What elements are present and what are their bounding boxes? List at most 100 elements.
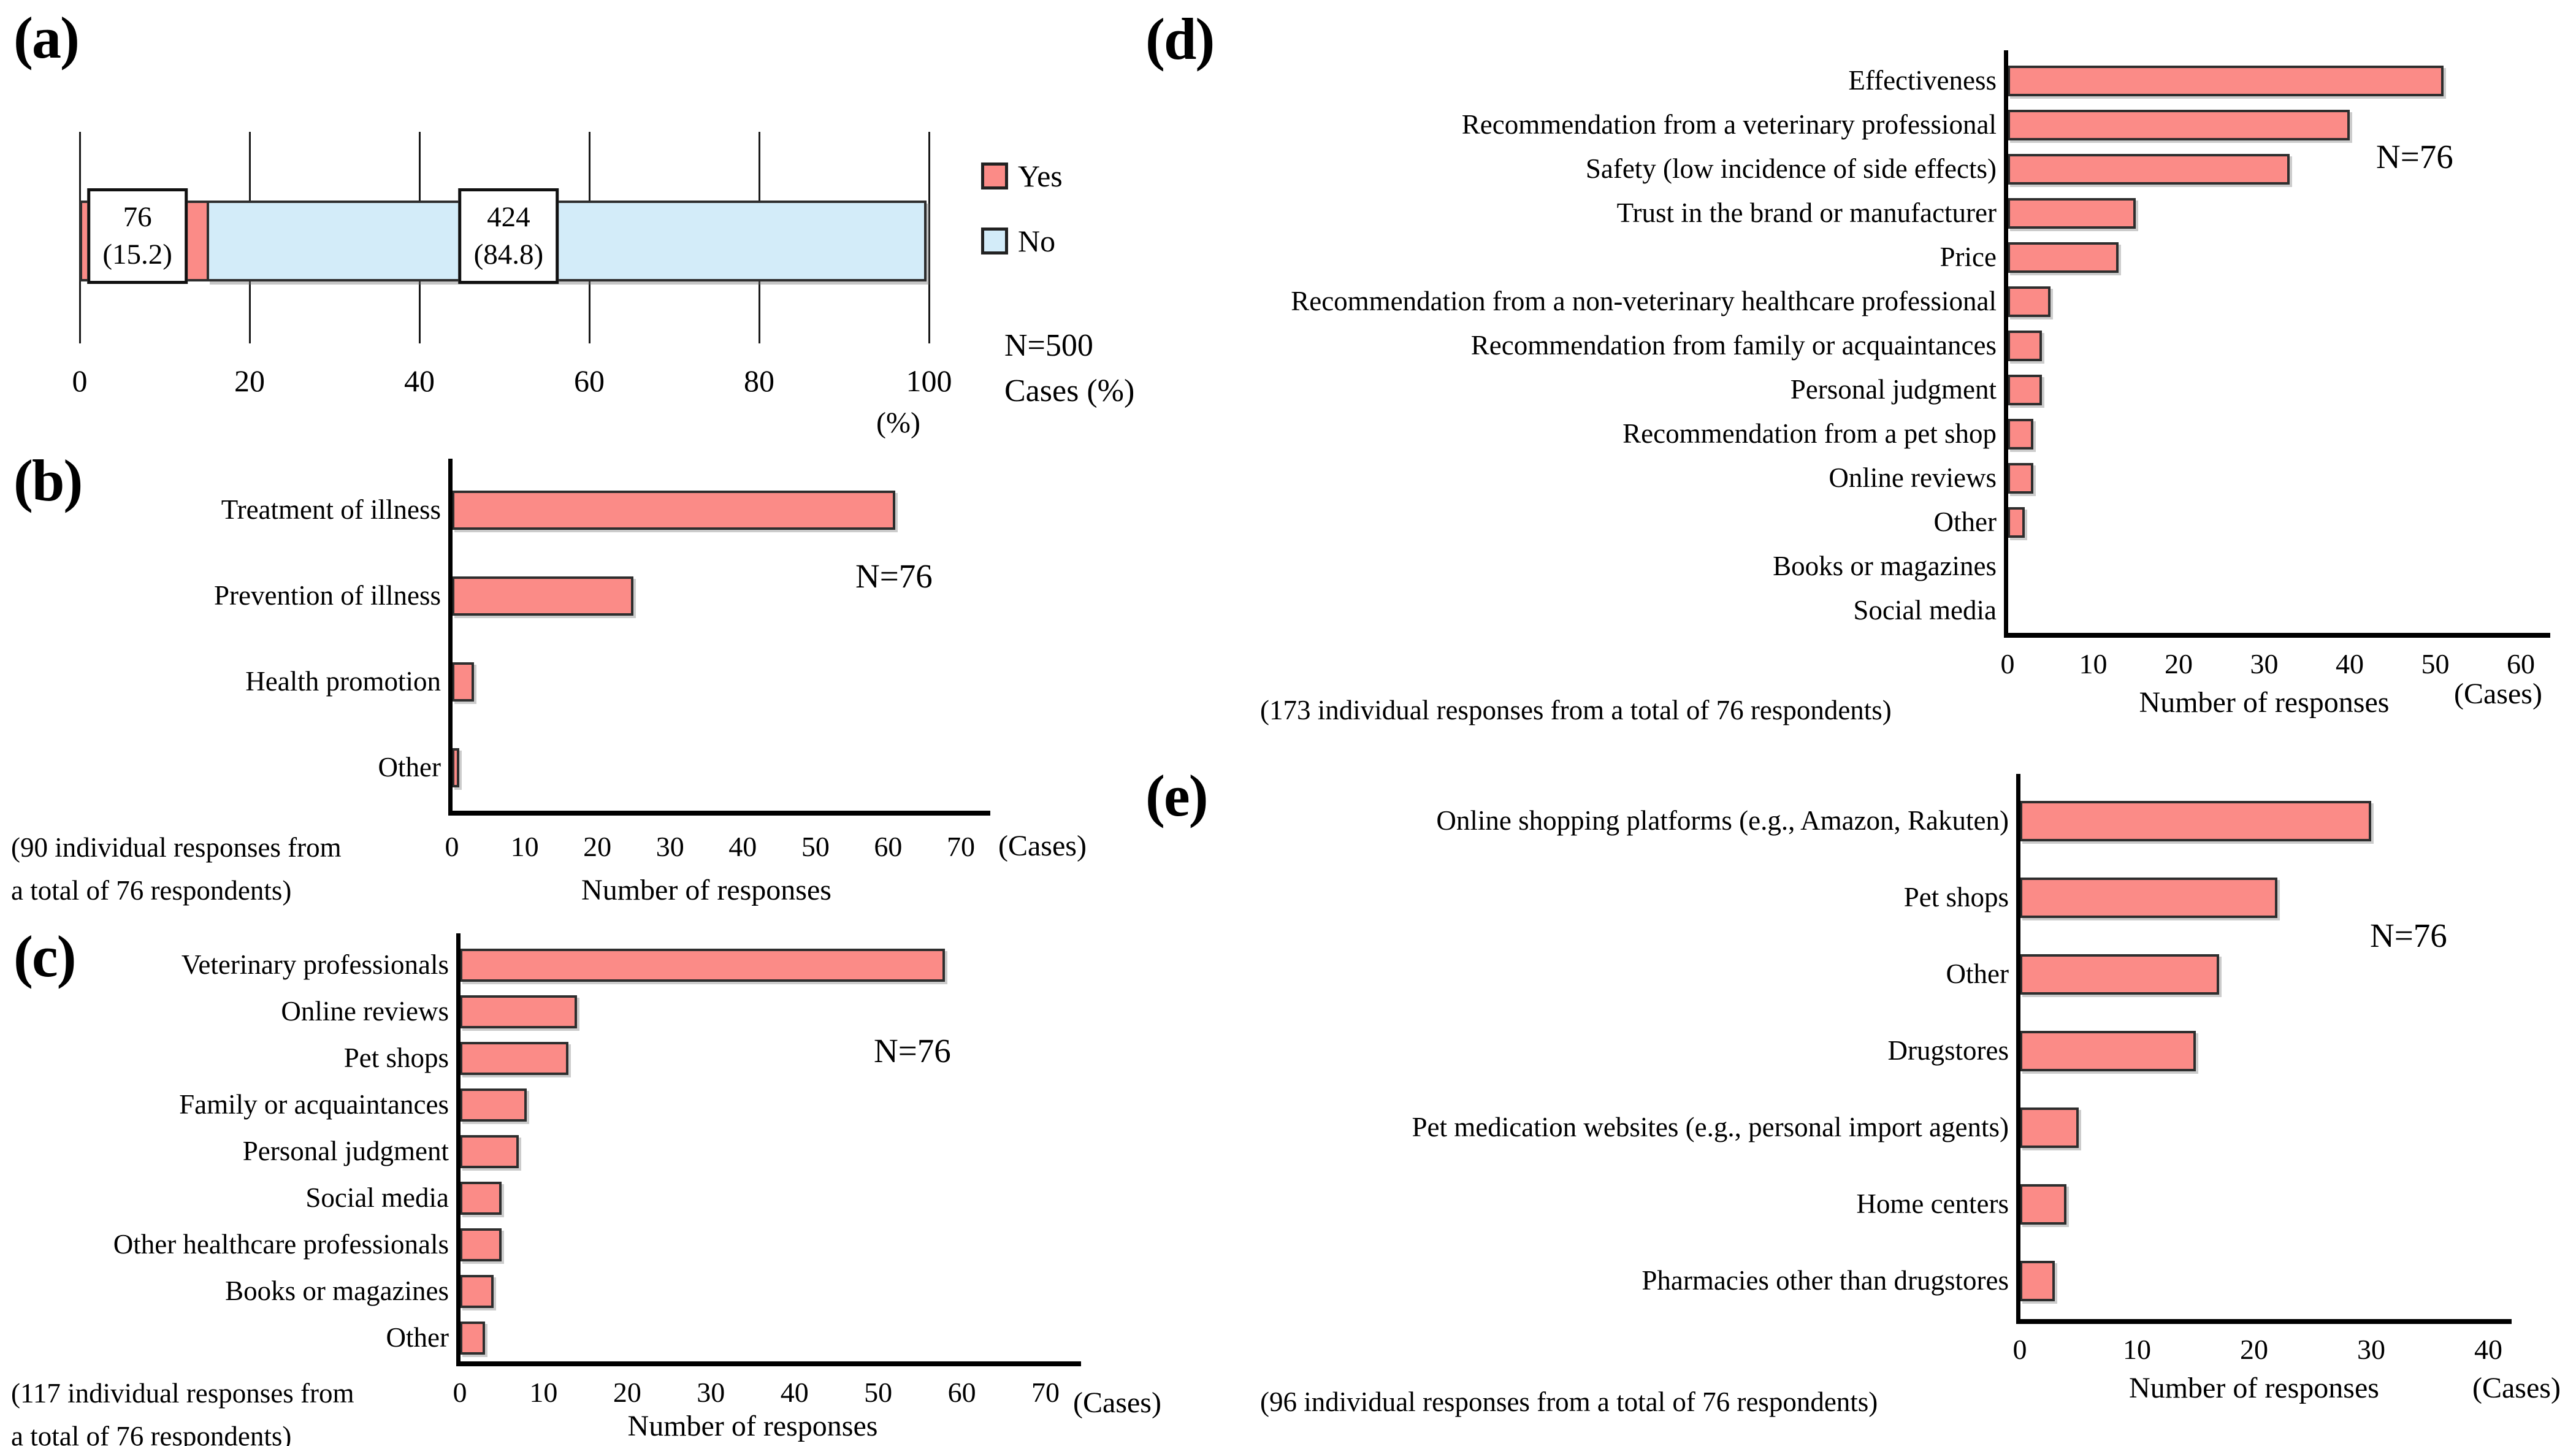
bar-row: Family or acquaintances [0,1082,1045,1128]
bar-row: Recommendation from a veterinary profess… [1134,103,2521,147]
bar [460,1135,519,1168]
category-label: Personal judgment [1790,374,1997,405]
tick-label: 30 [2250,648,2279,679]
category-label: Other [1946,958,2009,989]
x-axis-title: Number of responses [627,1410,878,1442]
bar-row: Home centers [1134,1166,2488,1242]
bar [460,949,946,982]
panel-c-letter: (c) [13,924,77,989]
category-label: Drugstores [1887,1035,2009,1066]
tick-label: 40 [404,364,435,398]
bar [2020,954,2219,995]
category-label: Online reviews [1829,462,1997,494]
panel-e: (e) Online shopping platforms (e.g., Ama… [1134,742,2576,1446]
bar-track [2020,936,2488,1012]
bar-row: Trust in the brand or manufacturer [1134,191,2521,235]
y-axis-line [2016,774,2020,1319]
bar-track [460,942,1045,989]
bar-track [460,989,1045,1035]
x-axis-line [456,1361,1081,1366]
bar [452,576,634,616]
category-label: Other [1933,507,1997,538]
bar-row: Drugstores [1134,1012,2488,1089]
tick-label: 60 [947,1377,976,1408]
tick-label: 30 [655,831,684,862]
axis-unit-label: (%) [876,407,920,439]
category-label: Other healthcare professionals [113,1229,449,1260]
category-label: Personal judgment [242,1136,449,1167]
category-label: Recommendation from a pet shop [1622,418,1997,449]
bar-track [2020,1166,2488,1242]
category-label: Treatment of illness [221,494,441,526]
y-axis-line [448,459,453,811]
bar [2020,1184,2067,1225]
tick-label: 50 [2421,648,2450,679]
footnote: (90 individual responses from a total of… [11,832,342,906]
data-label-box: 424 (84.8) [458,188,559,285]
category-label: Pet shops [343,1042,449,1074]
tick-label: 40 [2474,1334,2502,1365]
category-label: Recommendation from a veterinary profess… [1461,109,1997,140]
sample-size-label: N=500 [1004,328,1093,363]
tick-label: 40 [2336,648,2364,679]
bar [2008,242,2119,273]
bar [460,1322,485,1355]
bar-row: Other [0,725,961,811]
category-label: Recommendation from a non-veterinary hea… [1291,286,1997,317]
bar [2008,375,2042,405]
bar-row: Recommendation from family or acquaintan… [1134,324,2521,368]
bar [452,662,474,702]
bar [2008,419,2033,449]
tick-label: 30 [2357,1334,2385,1365]
bar-row: Treatment of illness [0,467,961,553]
legend: Yes No [981,161,1063,256]
bar-track [460,1175,1045,1222]
gridline [928,132,930,343]
bar-row: Social media [0,1175,1045,1222]
bar-track [2008,280,2521,324]
tick-label: 20 [583,831,612,862]
category-label: Online reviews [281,996,449,1027]
footnote: (117 individual responses from a total o… [11,1378,354,1446]
cases-unit-label: (Cases) [998,830,1087,862]
bar-track [2020,1089,2488,1166]
tick-label: 70 [1031,1377,1060,1408]
sample-size-label: N=76 [2370,917,2447,954]
bar-row: Recommendation from a pet shop [1134,412,2521,456]
footnote: (96 individual responses from a total of… [1260,1387,1878,1417]
tick-label: 0 [2000,648,2015,679]
tick-label: 0 [445,831,459,862]
bar-track [2008,324,2521,368]
bar-track [2008,589,2521,633]
bar-track [2020,1242,2488,1319]
tick-label: 10 [2079,648,2108,679]
bar [452,748,459,787]
bar-row: Effectiveness [1134,59,2521,103]
bar-track [2020,782,2488,859]
category-label: Books or magazines [225,1276,449,1307]
category-label: Family or acquaintances [179,1089,449,1120]
yes-swatch-icon [981,163,1008,189]
bar-track [2008,412,2521,456]
bar-track [2008,191,2521,235]
bar-track [460,1035,1045,1082]
bar-track [460,1222,1045,1268]
category-label: Effectiveness [1848,65,1997,96]
y-axis-line [2004,50,2008,633]
bar-row: Books or magazines [1134,545,2521,589]
x-axis-title: Number of responses [2139,686,2390,719]
x-axis-line [2004,633,2550,638]
panel-b-letter: (b) [13,448,83,513]
bar [2008,463,2033,494]
bar-track [2008,368,2521,412]
bar [2020,877,2278,918]
x-axis-line [448,811,990,816]
bar [2008,331,2042,361]
tick-label: 0 [2012,1334,2027,1365]
tick-label: 60 [574,364,605,398]
bar-row: Personal judgment [0,1128,1045,1175]
